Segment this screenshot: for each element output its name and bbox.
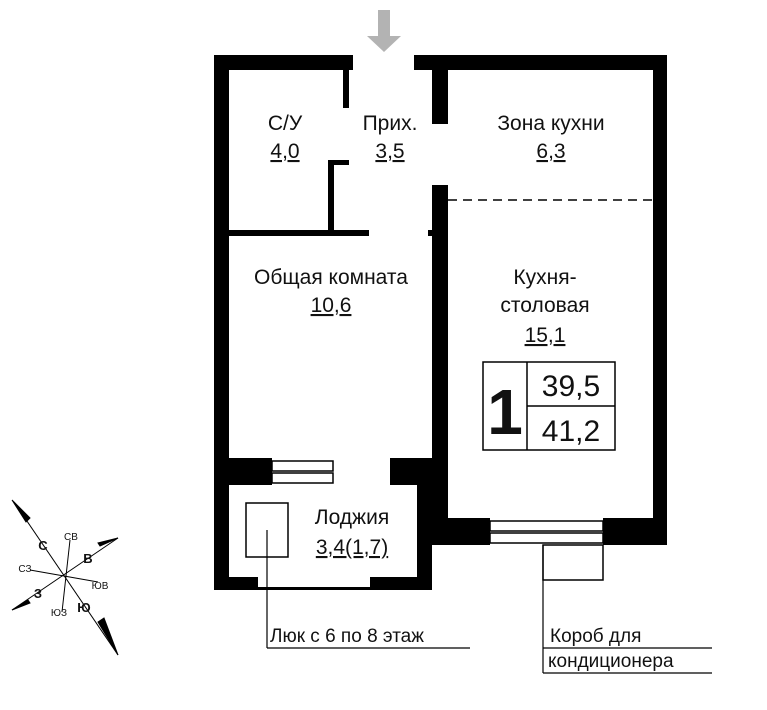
bathroom-name: С/У xyxy=(268,112,303,135)
total-area: 41,2 xyxy=(542,415,600,448)
compass-e: В xyxy=(83,551,92,566)
compass-n: С xyxy=(38,538,48,553)
ac-box-note-2: кондиционера xyxy=(548,651,674,672)
loggia-name: Лоджия xyxy=(315,506,389,529)
bathroom-area: 4,0 xyxy=(270,140,299,163)
compass-nw: СЗ xyxy=(18,564,31,575)
kitchen-dining-area: 15,1 xyxy=(525,324,566,347)
kitchen-zone-area: 6,3 xyxy=(536,140,565,163)
loggia-area: 3,4(1,7) xyxy=(316,536,388,559)
area-badge xyxy=(482,361,616,451)
entrance-arrow-icon xyxy=(367,10,401,52)
kitchen-dining-name-1: Кухня- xyxy=(513,266,576,289)
kitchen-zone-name: Зона кухни xyxy=(497,112,604,135)
living-room-name: Общая комната xyxy=(254,266,408,289)
compass-w: З xyxy=(34,586,42,601)
compass-s: Ю xyxy=(77,600,90,615)
ac-box-note-1: Короб для xyxy=(550,626,641,647)
hall-area: 3,5 xyxy=(375,140,404,163)
compass-se: ЮВ xyxy=(92,581,109,592)
compass-sw: ЮЗ xyxy=(51,608,67,619)
rooms-count: 1 xyxy=(487,376,523,448)
hall-name: Прих. xyxy=(363,112,418,135)
living-room-area: 10,6 xyxy=(311,294,352,317)
windows xyxy=(271,460,604,544)
compass-ne: СВ xyxy=(64,532,78,543)
living-area: 39,5 xyxy=(542,370,600,403)
compass-rose xyxy=(11,499,119,656)
ac-box xyxy=(542,544,604,581)
kitchen-dining-name-2: столовая xyxy=(500,294,589,317)
hatch-note: Люк с 6 по 8 этаж xyxy=(270,626,424,647)
walls xyxy=(214,55,667,590)
